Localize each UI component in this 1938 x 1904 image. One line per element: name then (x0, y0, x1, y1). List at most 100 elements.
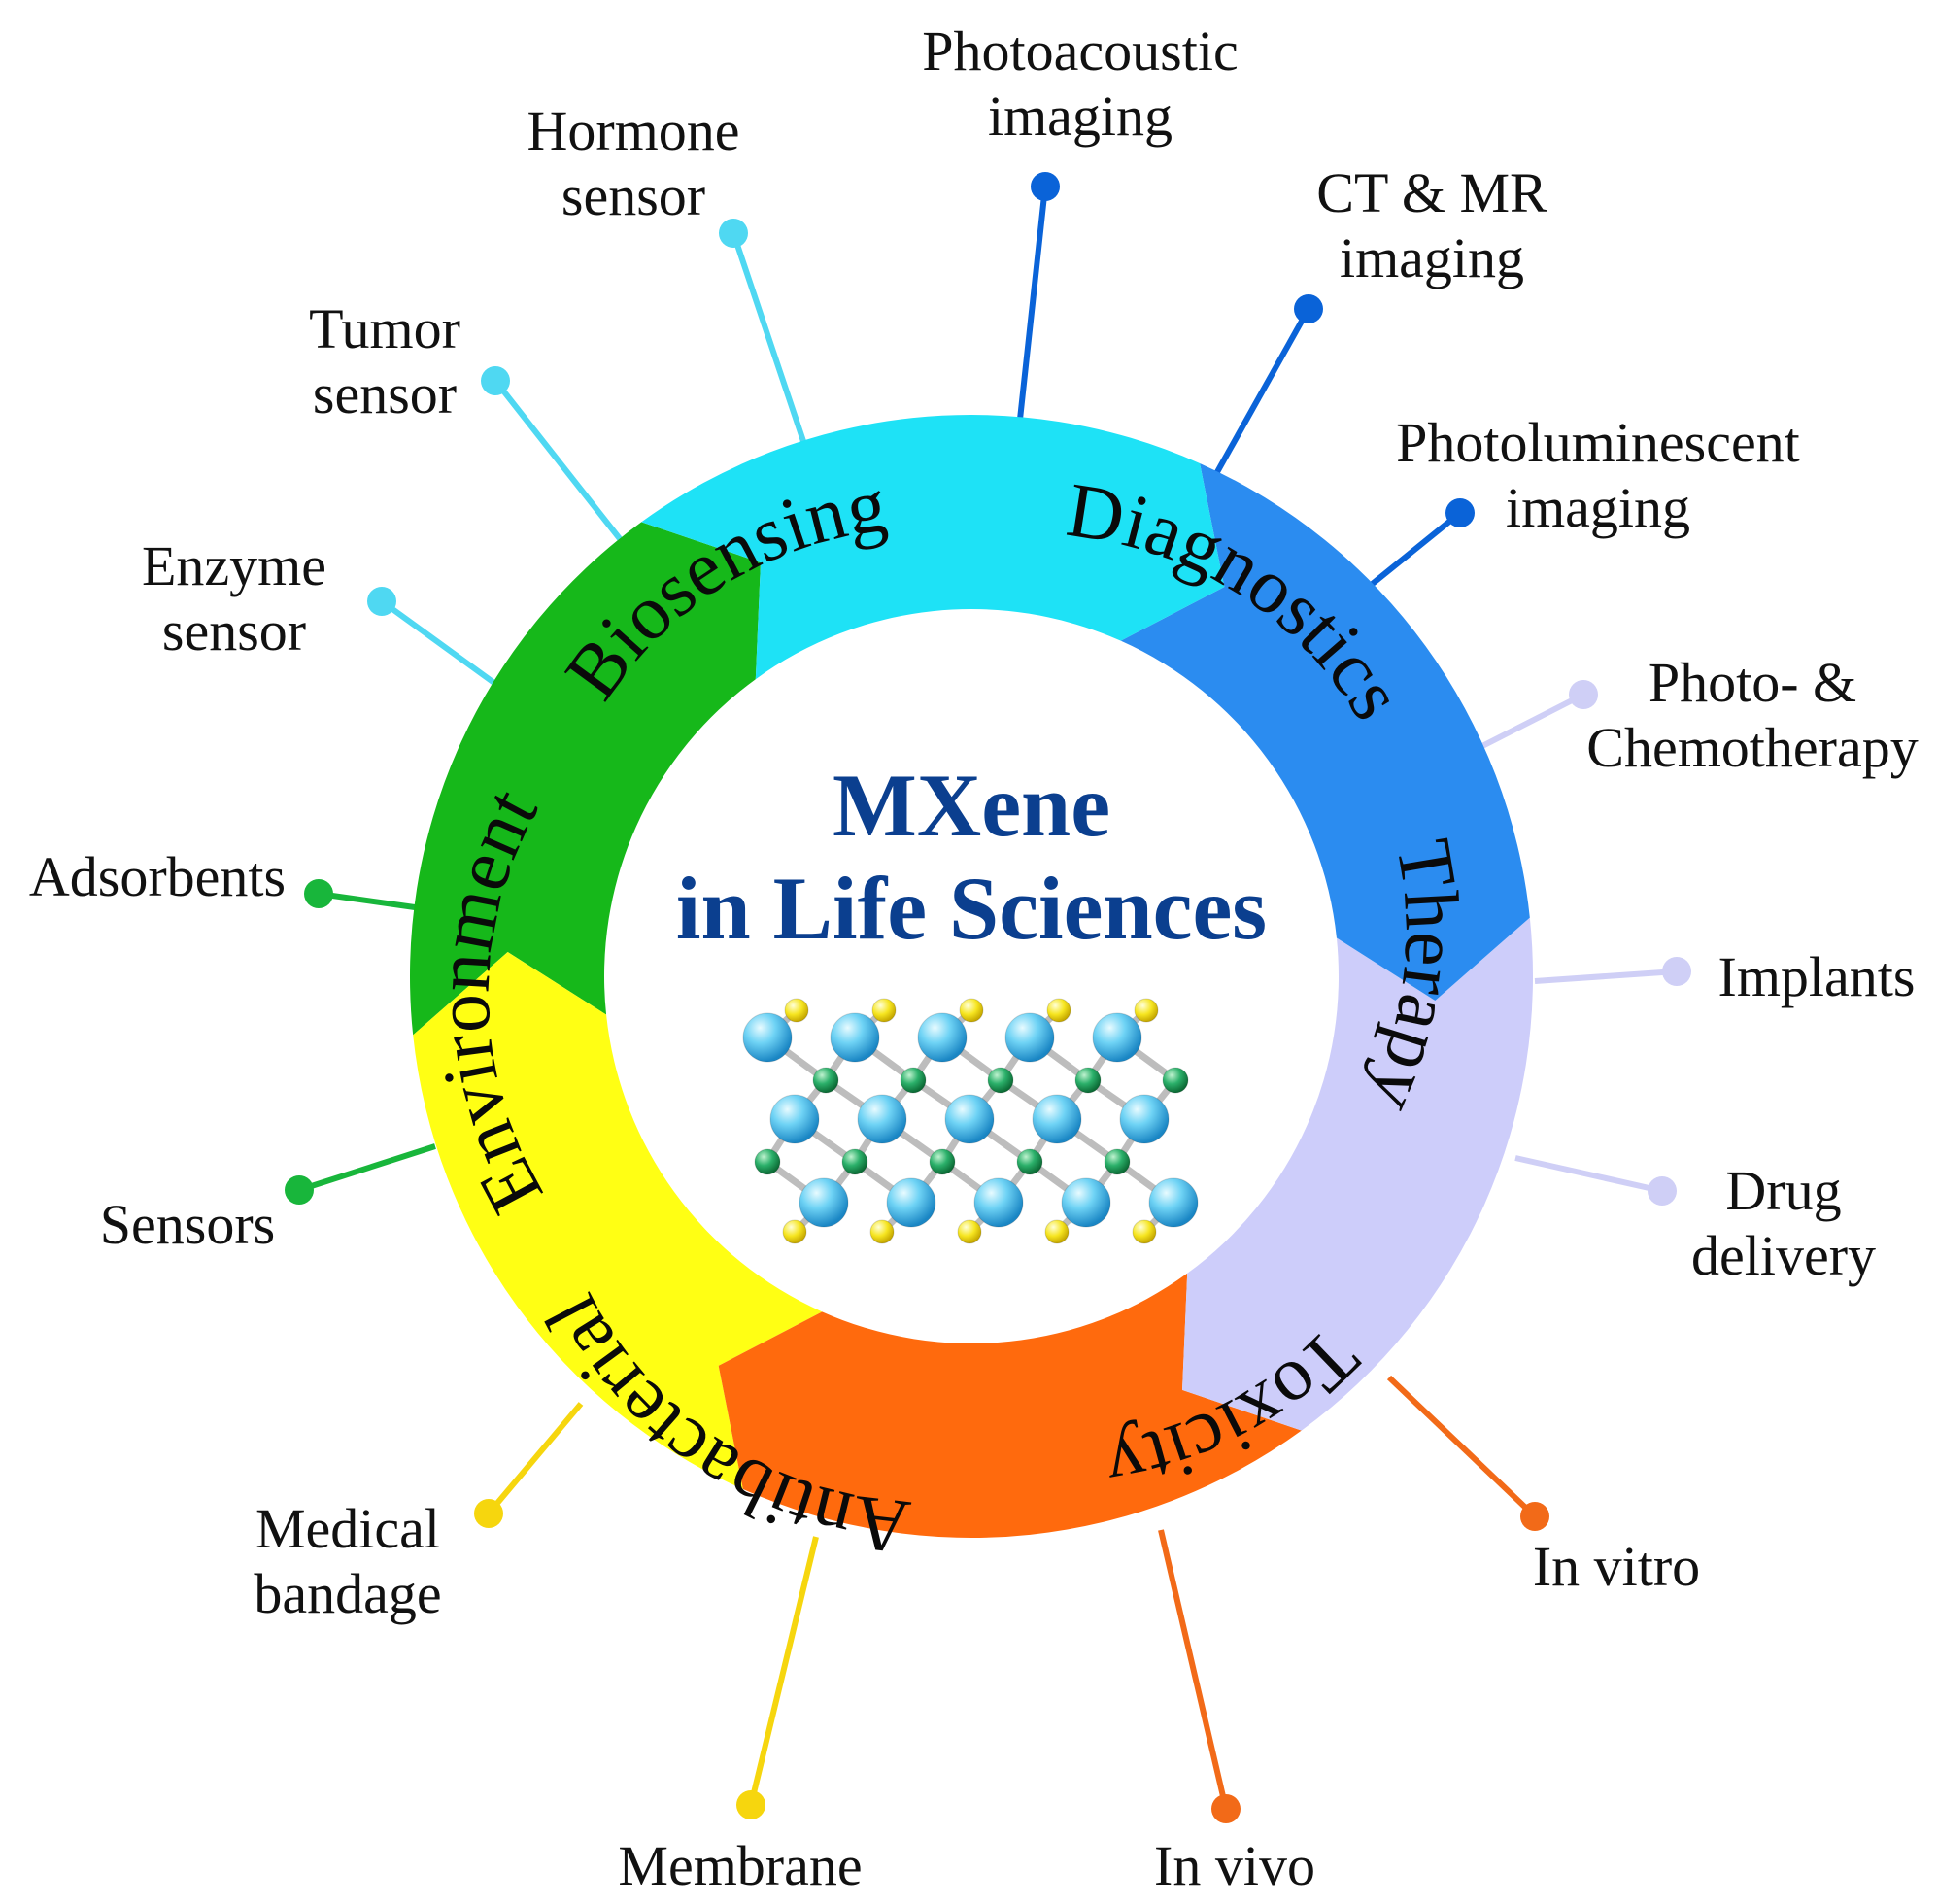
leader-dot (1648, 1176, 1677, 1206)
metal-atom (944, 1094, 995, 1144)
carbon-atom (1162, 1067, 1189, 1094)
callout-line: Medical (255, 1497, 440, 1560)
leader-dot (719, 219, 748, 248)
termination-atom (1044, 1219, 1070, 1244)
leader-dot (481, 366, 510, 395)
carbon-atom (754, 1148, 781, 1175)
leader-line (1514, 1155, 1663, 1194)
lattice-atoms (742, 998, 1199, 1244)
leader-dot (304, 879, 333, 908)
termination-atom (1132, 1219, 1157, 1244)
callout-line: sensor (162, 599, 306, 663)
termination-atom (1046, 998, 1071, 1023)
carbon-atom (1104, 1148, 1131, 1175)
leader-line (1477, 692, 1585, 751)
leader-dot (1569, 680, 1598, 709)
callout-line: bandage (254, 1562, 441, 1625)
callout-in-vivo: In vivo (1154, 1529, 1315, 1897)
callout-label-in-vitro: In vitro (1533, 1535, 1700, 1598)
leader-dot (367, 587, 396, 616)
segment-antibacterial (413, 951, 823, 1490)
callout-line: Tumor (309, 297, 460, 360)
callout-line: delivery (1691, 1224, 1876, 1287)
leader-line (380, 598, 515, 699)
leader-line (1362, 510, 1462, 594)
leader-line (486, 1402, 584, 1515)
metal-atom (973, 1177, 1024, 1228)
leader-line (1386, 1375, 1538, 1519)
leader-line (1534, 969, 1678, 984)
metal-atom (1148, 1177, 1199, 1228)
carbon-atom (987, 1067, 1014, 1094)
callout-line: sensor (313, 362, 457, 425)
leader-dot (1294, 294, 1323, 323)
metal-atom (886, 1177, 936, 1228)
leader-line (731, 232, 813, 462)
callout-line: Photoluminescent (1396, 411, 1800, 474)
callout-line: Drug (1725, 1159, 1841, 1222)
callout-line: Sensors (100, 1193, 275, 1256)
termination-atom (1134, 998, 1159, 1023)
callout-line: In vitro (1533, 1535, 1700, 1598)
leader-dot (736, 1790, 765, 1819)
leader-line (298, 1143, 436, 1193)
callout-line: Membrane (618, 1834, 862, 1897)
leader-dot (1211, 1794, 1241, 1823)
carbon-atom (900, 1067, 927, 1094)
metal-atom (1092, 1012, 1142, 1063)
leader-line (1206, 307, 1311, 490)
termination-atom (782, 1219, 807, 1244)
title-line-1: MXene (833, 756, 1110, 855)
callout-line: sensor (561, 164, 705, 227)
segment-toxicity (718, 1273, 1302, 1538)
callout-label-implants: Implants (1718, 945, 1916, 1008)
callout-line: Enzyme (142, 534, 326, 597)
callout-line: In vivo (1154, 1834, 1315, 1897)
termination-atom (871, 998, 897, 1023)
metal-atom (917, 1012, 968, 1063)
carbon-atom (1074, 1067, 1102, 1094)
carbon-atom (841, 1148, 868, 1175)
callout-label-membrane: Membrane (618, 1834, 862, 1897)
termination-atom (869, 1219, 895, 1244)
metal-atom (799, 1177, 849, 1228)
carbon-atom (812, 1067, 839, 1094)
leader-line (748, 1536, 819, 1806)
mxene-lattice-illustration (742, 998, 1199, 1244)
callout-membrane: Membrane (618, 1536, 863, 1897)
leader-line (493, 379, 638, 561)
callout-sensors: Sensors (100, 1143, 436, 1256)
metal-atom (830, 1012, 880, 1063)
callout-adsorbents: Adsorbents (29, 845, 423, 911)
termination-atom (957, 1219, 982, 1244)
callout-label-adsorbents: Adsorbents (29, 845, 286, 908)
callout-line: imaging (988, 85, 1173, 148)
callout-label-photo-chemo: Photo- &Chemotherapy (1586, 651, 1918, 779)
callout-line: Implants (1718, 945, 1916, 1008)
callout-line: imaging (1506, 476, 1690, 539)
metal-atom (857, 1094, 907, 1144)
termination-atom (784, 998, 809, 1023)
carbon-atom (1016, 1148, 1043, 1175)
callout-line: Hormone (527, 99, 739, 162)
metal-atom (1032, 1094, 1082, 1144)
segment-therapy (1182, 917, 1533, 1431)
callout-line: Photo- & (1649, 651, 1856, 714)
callout-line: Chemotherapy (1586, 716, 1918, 779)
